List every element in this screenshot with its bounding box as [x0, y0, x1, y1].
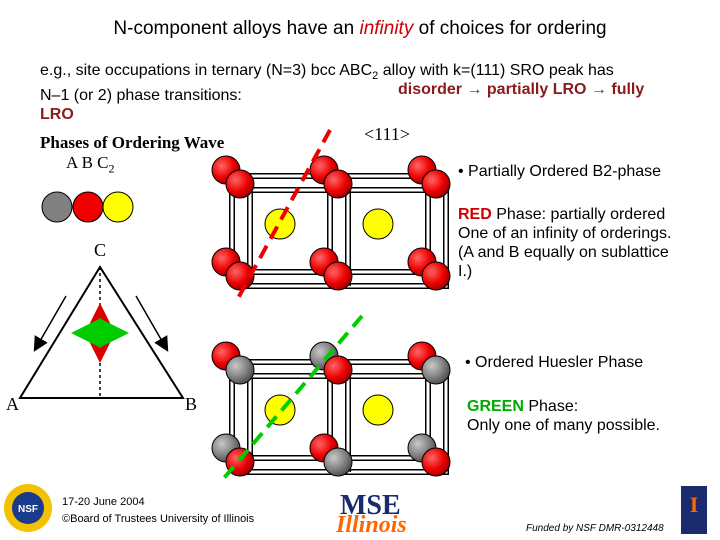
b2-phase-bullet: • Partially Ordered B2-phase — [458, 163, 662, 180]
footer-credits: 17-20 June 2004 ©Board of Trustees Unive… — [62, 494, 254, 528]
b2-crystal — [211, 129, 451, 303]
phase-transitions: disorder → partially LRO → fully — [398, 81, 645, 98]
slide-title: N-component alloys have an infinity of c… — [113, 18, 607, 39]
vertex-label-a: A — [6, 394, 19, 414]
legend-yellow-atom — [102, 191, 134, 223]
heusler-crystal — [211, 314, 451, 480]
red-phase-description: RED Phase: partially ordered One of an i… — [458, 206, 672, 280]
intro-line-3: LRO — [40, 106, 74, 124]
intro-line-2: N–1 (or 2) phase transitions: — [40, 87, 242, 105]
svg-text:NSF: NSF — [18, 504, 38, 515]
funding-note: Funded by NSF DMR-0312448 — [526, 523, 664, 534]
phases-heading: Phases of Ordering Wave — [40, 133, 225, 152]
composition-triangle — [18, 265, 185, 399]
vertex-label-b: B — [185, 394, 198, 414]
title-emphasis: infinity — [359, 18, 414, 39]
legend-red-atom — [72, 191, 104, 223]
green-ordering-plane — [222, 314, 364, 480]
legend-gray-atom — [41, 191, 73, 223]
intro-line-1: e.g., site occupations in ternary (N=3) … — [40, 62, 614, 83]
species-labels: A B C2 — [66, 153, 115, 176]
direction-label: <111> — [364, 124, 410, 144]
species-legend — [41, 191, 134, 223]
footer-copyright: ©Board of Trustees University of Illinoi… — [62, 513, 255, 525]
footer-date: 17-20 June 2004 — [62, 496, 145, 508]
heusler-phase-bullet: • Ordered Huesler Phase — [465, 354, 644, 371]
nsf-logo: NSF — [4, 484, 52, 532]
illinois-logo-text: Illinois — [336, 512, 407, 538]
university-logo: I — [681, 486, 707, 534]
mse-logo: MSE — [340, 490, 401, 521]
intro-paragraph: e.g., site occupations in ternary (N=3) … — [40, 61, 700, 124]
vertex-label-c: C — [94, 240, 107, 260]
green-phase-description: GREEN Phase: Only one of many possible. — [467, 398, 660, 434]
red-ordering-plane — [234, 129, 332, 303]
